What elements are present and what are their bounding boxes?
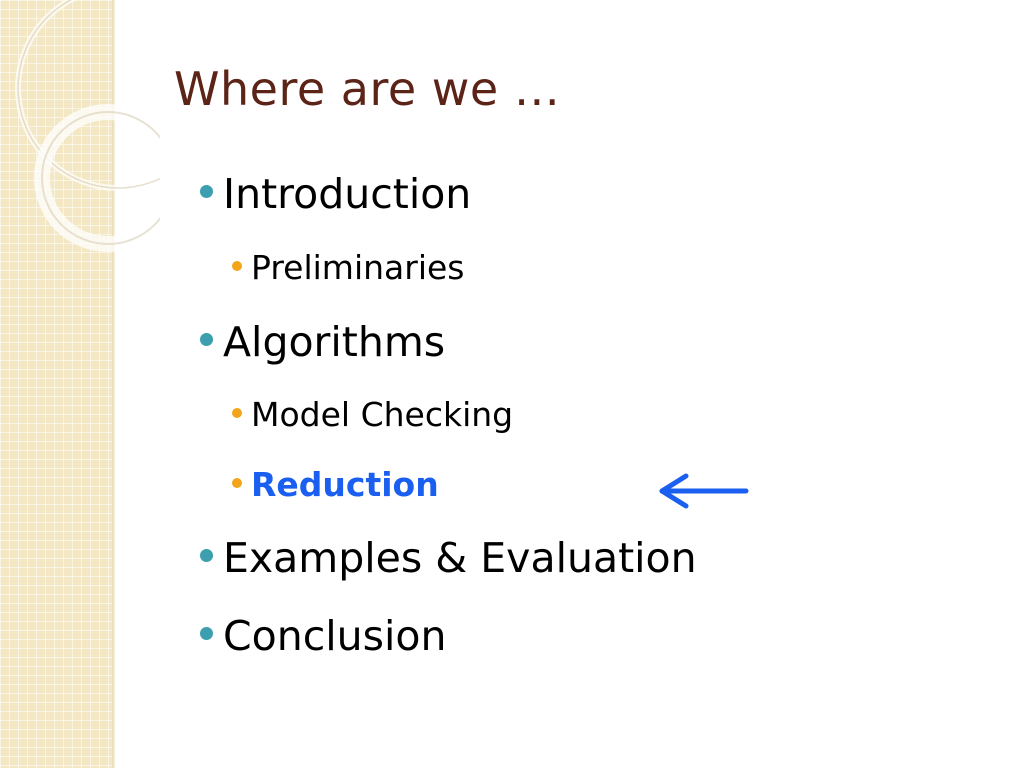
agenda-item-conclusion: Conclusion xyxy=(200,612,446,660)
bullet-dot-icon xyxy=(232,477,242,488)
agenda-item-label: Algorithms xyxy=(223,318,446,366)
agenda-item-label: Examples & Evaluation xyxy=(223,534,697,582)
bullet-dot-icon xyxy=(232,260,242,271)
agenda-subitem-preliminaries: Preliminaries xyxy=(232,248,465,287)
agenda-item-label: Conclusion xyxy=(223,612,447,660)
bullet-dot-icon xyxy=(200,626,213,640)
agenda-item-label: Preliminaries xyxy=(251,248,465,287)
left-arrow-icon xyxy=(659,473,749,509)
bullet-dot-icon xyxy=(232,407,242,418)
agenda-item-label: Model Checking xyxy=(251,395,514,434)
side-band-edge xyxy=(112,0,115,768)
agenda-item-label: Introduction xyxy=(223,170,472,218)
agenda-subitem-model-checking: Model Checking xyxy=(232,395,513,434)
bullet-dot-icon xyxy=(200,184,213,198)
bullet-dot-icon xyxy=(200,548,213,562)
slide-title: Where are we … xyxy=(174,62,561,116)
agenda-item-introduction: Introduction xyxy=(200,170,471,218)
agenda-item-examples-evaluation: Examples & Evaluation xyxy=(200,534,697,582)
agenda-item-label-current: Reduction xyxy=(251,465,439,504)
agenda-item-algorithms: Algorithms xyxy=(200,318,445,366)
agenda-subitem-reduction: Reduction xyxy=(232,465,439,504)
bullet-dot-icon xyxy=(200,332,213,346)
decorative-rings-icon xyxy=(15,0,160,252)
